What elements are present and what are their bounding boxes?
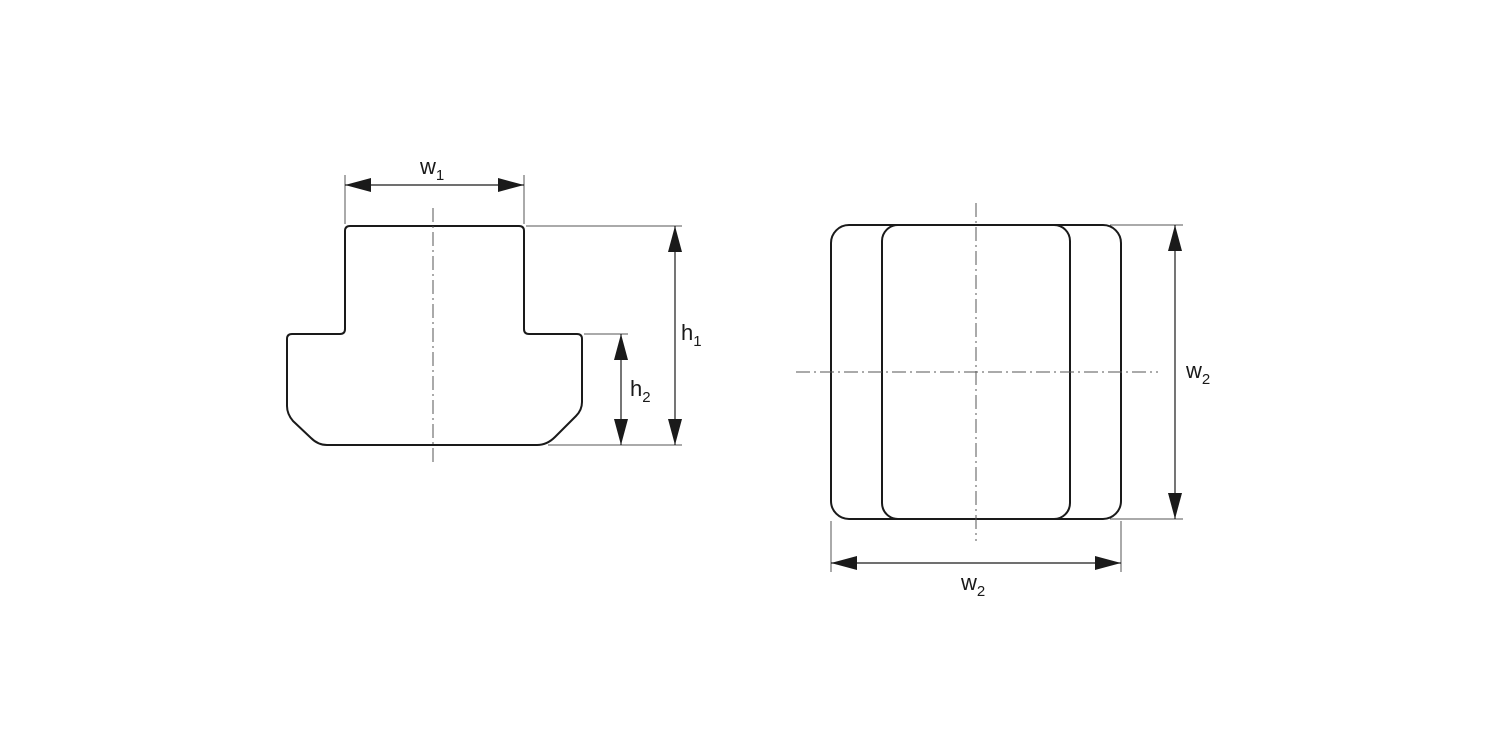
h2-dimension: h2 <box>584 333 651 445</box>
w2-horizontal-label-base: w <box>960 570 977 595</box>
h2-label-sub: 2 <box>642 389 650 406</box>
t-nut-side-view <box>286 208 583 465</box>
w1-arrow-left <box>345 178 371 192</box>
w2-vertical-label: w2 <box>1185 358 1210 388</box>
w2-horizontal-label-sub: 2 <box>977 583 985 600</box>
h1-label-sub: 1 <box>693 333 701 350</box>
w1-arrow-right <box>498 178 524 192</box>
h1-label: h1 <box>681 320 702 350</box>
h1-arrow-bottom <box>668 419 682 445</box>
w2-vertical-arrow-top <box>1168 225 1182 251</box>
w1-label: w1 <box>419 154 444 184</box>
h1-dimension: h1 <box>526 225 702 446</box>
h1-arrow-top <box>668 226 682 252</box>
h2-label-base: h <box>630 376 642 401</box>
h2-arrow-top <box>614 334 628 360</box>
w1-dimension: w1 <box>344 154 525 224</box>
w2-horizontal-arrow-left <box>831 556 857 570</box>
w2-horizontal-dimension: w2 <box>830 521 1122 600</box>
t-nut-top-view <box>796 203 1158 541</box>
t-nut-outline <box>286 225 583 446</box>
w2-horizontal-label: w2 <box>960 570 985 600</box>
w2-vertical-label-sub: 2 <box>1202 371 1210 388</box>
w2-horizontal-arrow-right <box>1095 556 1121 570</box>
h2-arrow-bottom <box>614 419 628 445</box>
w2-vertical-arrow-bottom <box>1168 493 1182 519</box>
w1-label-sub: 1 <box>436 167 444 184</box>
w1-label-base: w <box>419 154 436 179</box>
h2-label: h2 <box>630 376 651 406</box>
w2-vertical-dimension: w2 <box>1110 224 1210 520</box>
h1-label-base: h <box>681 320 693 345</box>
w2-vertical-label-base: w <box>1185 358 1202 383</box>
